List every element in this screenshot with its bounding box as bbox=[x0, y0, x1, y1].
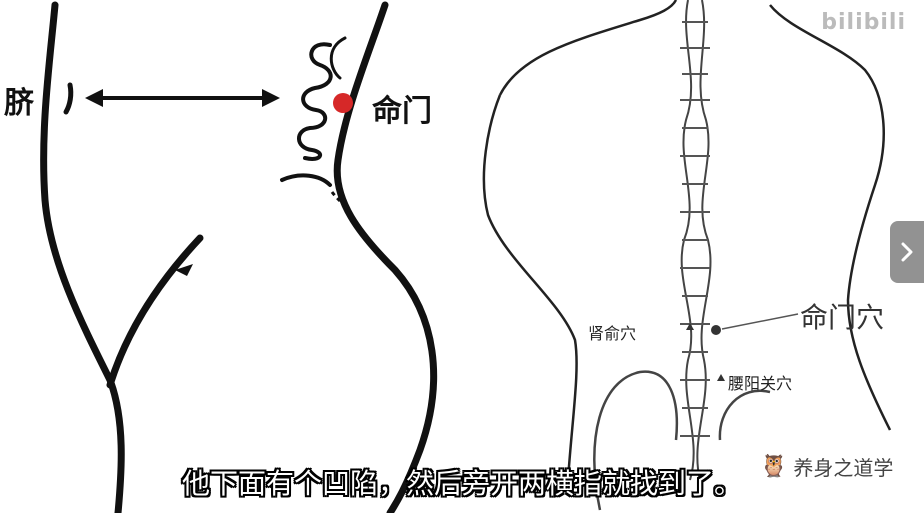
brand-text: 养身之道学 bbox=[793, 456, 894, 480]
next-image-button[interactable] bbox=[890, 221, 924, 283]
navel-label: 脐 bbox=[4, 86, 34, 121]
shenshu-label: 肾俞穴 bbox=[588, 324, 637, 343]
mingmen-point-marker bbox=[333, 93, 353, 113]
owl-logo-icon: 🦉 bbox=[760, 454, 788, 479]
mingmen-xue-label: 命门穴 bbox=[800, 301, 885, 334]
chevron-right-icon bbox=[901, 242, 913, 262]
yaoyangguan-label: 腰阳关穴 bbox=[728, 374, 793, 393]
mingmen-label: 命门 bbox=[372, 94, 432, 129]
video-subtitle: 他下面有个凹陷，然后旁开两横指就找到了。 bbox=[181, 467, 742, 500]
channel-brand: 🦉 养身之道学 bbox=[760, 452, 893, 481]
bilibili-watermark: bilibili bbox=[821, 10, 906, 35]
mingmen-xue-marker bbox=[711, 325, 721, 335]
